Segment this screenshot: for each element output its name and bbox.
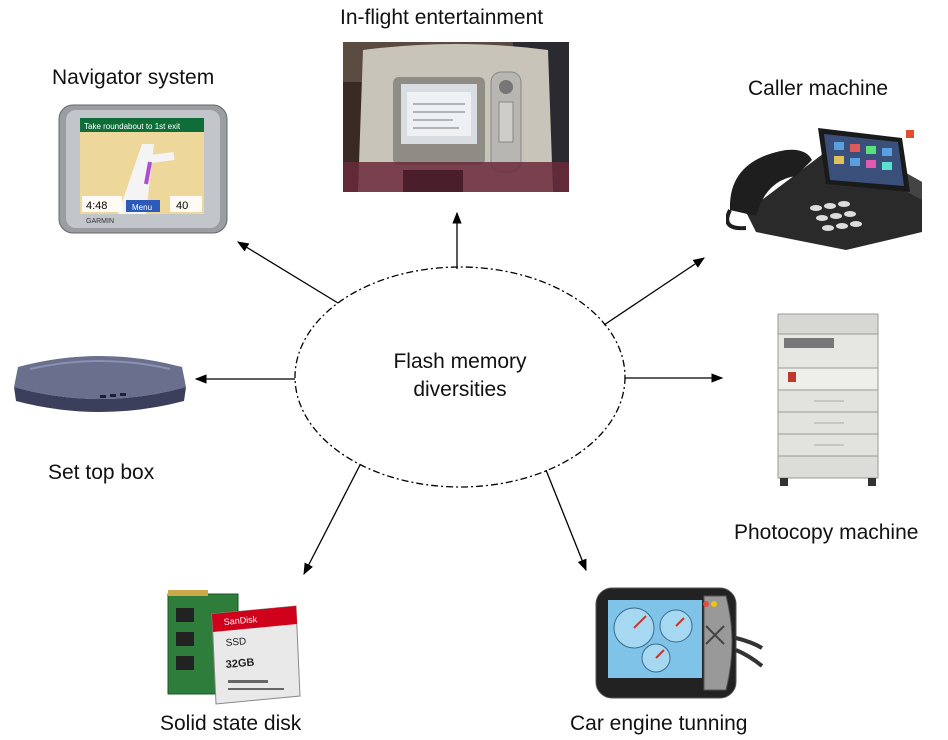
label-caller: Caller machine <box>748 77 889 100</box>
label-settop: Set top box <box>48 461 155 484</box>
gps-menu: Menu <box>132 203 152 212</box>
label-ssd: Solid state disk <box>160 712 302 735</box>
gps-screen-text: Take roundabout to 1st exit <box>84 122 181 131</box>
ssd-type: SSD <box>225 636 246 649</box>
center-label: Flash memory diversities <box>360 348 560 404</box>
label-photocopy: Photocopy machine <box>734 521 919 544</box>
label-navigator: Navigator system <box>52 66 215 89</box>
gps-navigator-icon: Take roundabout to 1st exit 4:48 Menu 40… <box>58 104 228 234</box>
center-ellipse <box>294 266 626 488</box>
set-top-box-icon <box>14 356 186 412</box>
center-label-line2: diversities <box>413 378 507 401</box>
arrow-car <box>545 469 587 572</box>
desk-phone-icon <box>726 128 922 250</box>
photocopier-icon <box>777 313 879 486</box>
center-label-line1: Flash memory <box>393 350 527 373</box>
gps-speed: 40 <box>176 200 188 212</box>
ssd-capacity: 32GB <box>225 657 255 671</box>
arrow-caller <box>603 257 705 326</box>
arrow-navigator <box>237 241 339 304</box>
gps-time: 4:48 <box>86 200 107 212</box>
gps-brand: GARMIN <box>86 218 114 225</box>
inflight-seat-screen-icon <box>343 42 569 192</box>
ssd-brand: SanDisk <box>223 614 258 627</box>
ssd-icon: SanDisk SSD 32GB <box>167 590 301 705</box>
label-car: Car engine tunning <box>570 712 748 735</box>
arrow-ssd <box>303 464 361 576</box>
label-inflight: In-flight entertainment <box>340 6 544 29</box>
car-gauge-device-icon <box>595 587 764 699</box>
